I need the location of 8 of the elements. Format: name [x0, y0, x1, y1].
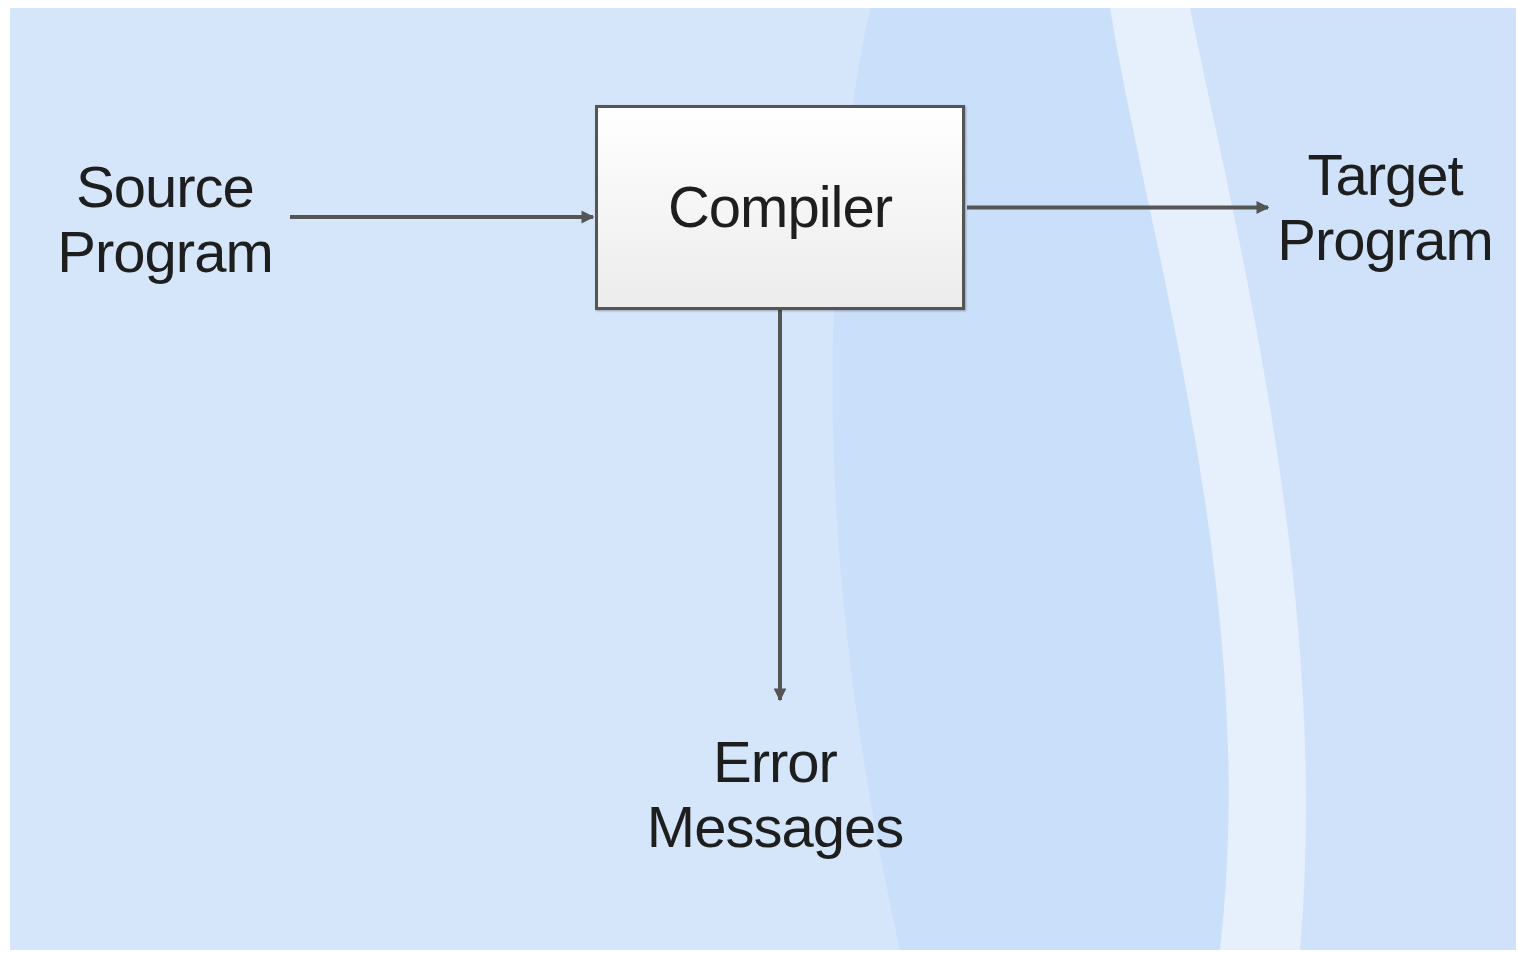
- node-label: Target Program: [1276, 142, 1494, 273]
- process-label: Compiler: [667, 175, 893, 240]
- arrow: [773, 310, 787, 702]
- node-label: Error Messages: [646, 730, 904, 860]
- process-box: [595, 105, 965, 310]
- arrow: [967, 201, 1270, 214]
- arrow: [290, 210, 595, 224]
- node-label: Source Program: [56, 155, 274, 285]
